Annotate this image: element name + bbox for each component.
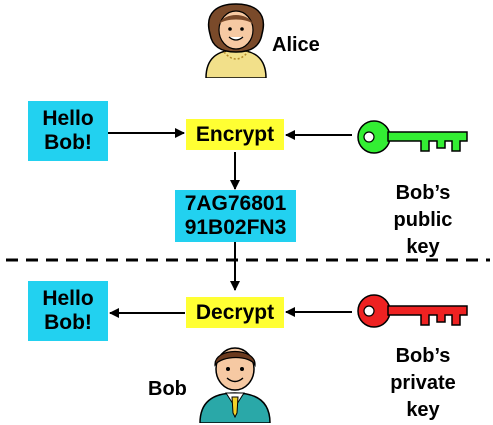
alice-avatar-icon bbox=[205, 3, 267, 78]
plaintext-message-box: Hello Bob! bbox=[28, 101, 108, 161]
public-key-icon bbox=[357, 120, 468, 154]
decrypt-box: Decrypt bbox=[186, 297, 284, 328]
bob-avatar-icon bbox=[199, 347, 271, 423]
private-key-icon bbox=[357, 294, 468, 328]
bob-name: Bob bbox=[148, 378, 187, 400]
encrypt-box: Encrypt bbox=[186, 119, 284, 150]
decrypted-message-box: Hello Bob! bbox=[28, 281, 108, 341]
private-key-label: Bob’s private key bbox=[390, 345, 456, 421]
alice-name: Alice bbox=[272, 34, 320, 56]
ciphertext-box: 7AG76801 91B02FN3 bbox=[175, 190, 296, 242]
public-key-label: Bob’s public key bbox=[393, 182, 453, 258]
